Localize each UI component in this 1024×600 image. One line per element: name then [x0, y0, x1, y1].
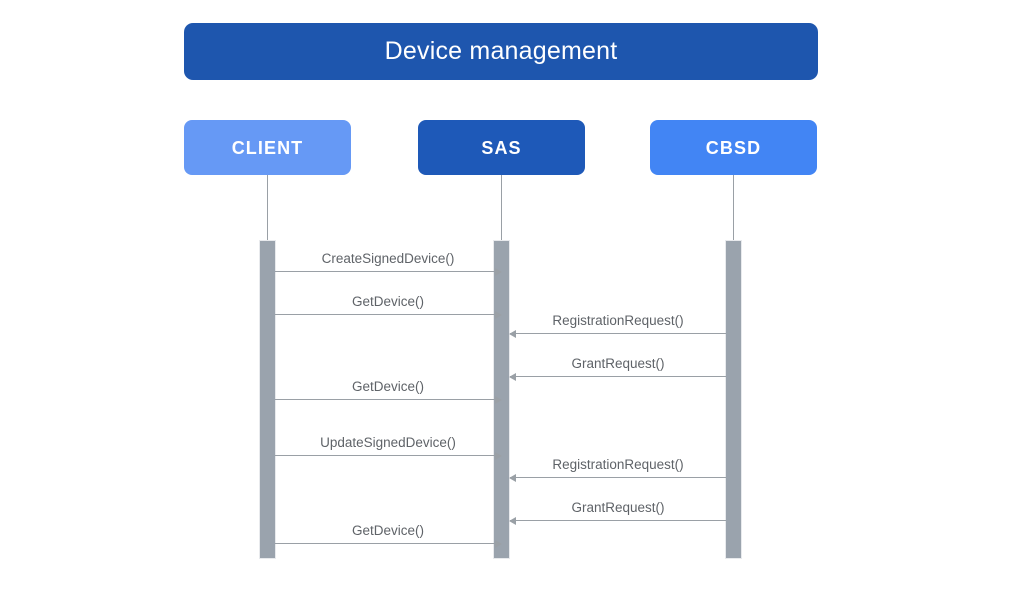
message-label: RegistrationRequest()	[552, 456, 684, 472]
message-line	[510, 520, 726, 521]
message-label: GetDevice()	[351, 522, 424, 538]
message-line	[510, 376, 726, 377]
message-arrow[interactable]: RegistrationRequest()	[509, 457, 726, 482]
arrowhead-icon	[509, 473, 516, 482]
arrowhead-icon	[509, 372, 516, 381]
activation-bar-cbsd	[726, 241, 741, 558]
message-label: CreateSignedDevice()	[321, 250, 455, 266]
message-line	[275, 271, 501, 272]
arrowhead-icon	[495, 310, 502, 319]
actor-header-sas[interactable]: SAS	[418, 120, 585, 175]
message-arrow[interactable]: RegistrationRequest()	[509, 313, 726, 338]
arrowhead-icon	[495, 539, 502, 548]
arrowhead-icon	[509, 516, 516, 525]
lifeline-sas	[501, 175, 502, 241]
message-arrow[interactable]: UpdateSignedDevice()	[275, 435, 502, 460]
message-label: GrantRequest()	[571, 355, 665, 371]
lifeline-client	[267, 175, 268, 241]
arrowhead-icon	[495, 451, 502, 460]
actor-label-sas: SAS	[481, 137, 522, 158]
message-arrow[interactable]: CreateSignedDevice()	[275, 251, 502, 276]
message-arrow[interactable]: GetDevice()	[275, 294, 502, 319]
message-label: UpdateSignedDevice()	[320, 434, 456, 450]
actor-label-client: CLIENT	[231, 137, 304, 158]
message-line	[510, 333, 726, 334]
actor-header-client[interactable]: CLIENT	[184, 120, 351, 175]
message-label: GrantRequest()	[571, 499, 665, 515]
arrowhead-icon	[509, 329, 516, 338]
message-arrow[interactable]: GrantRequest()	[509, 356, 726, 381]
message-line	[275, 399, 501, 400]
activation-bar-client	[260, 241, 275, 558]
message-label: GetDevice()	[351, 293, 424, 309]
actor-label-cbsd: CBSD	[705, 137, 762, 158]
page-title: Device management	[384, 37, 618, 65]
message-arrow[interactable]: GrantRequest()	[509, 500, 726, 525]
message-arrow[interactable]: GetDevice()	[275, 523, 502, 548]
message-label: GetDevice()	[351, 378, 424, 394]
message-arrow[interactable]: GetDevice()	[275, 379, 502, 404]
arrowhead-icon	[495, 267, 502, 276]
diagram-title-banner: Device management	[184, 23, 818, 80]
lifeline-cbsd	[733, 175, 734, 241]
message-line	[275, 543, 501, 544]
message-line	[275, 314, 501, 315]
arrowhead-icon	[495, 395, 502, 404]
message-label: RegistrationRequest()	[552, 312, 684, 328]
message-line	[510, 477, 726, 478]
actor-header-cbsd[interactable]: CBSD	[650, 120, 817, 175]
message-line	[275, 455, 501, 456]
